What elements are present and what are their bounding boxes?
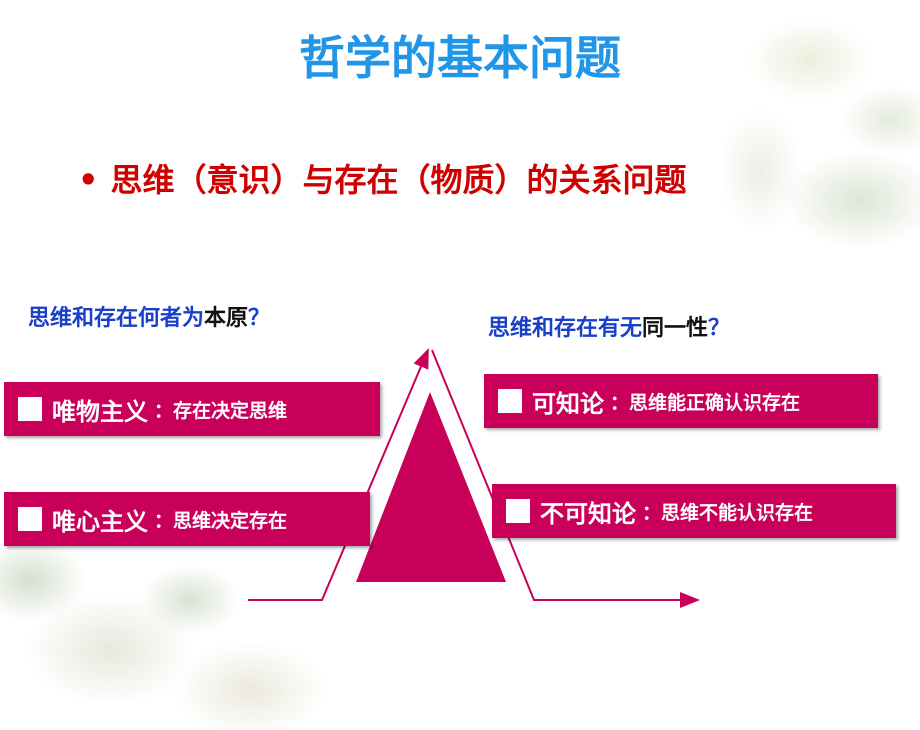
question-identity-prefix: 思维和存在有无 xyxy=(488,316,643,341)
flower-decoration-top-right xyxy=(560,0,920,270)
bullet-marker: • xyxy=(78,161,99,199)
flower-decoration-bottom-left xyxy=(0,430,390,730)
question-identity-highlight: 同一性 xyxy=(642,316,709,341)
subtitle-text: 思维（意识）与存在（物质）的关系问题 xyxy=(110,161,687,199)
box-materialism-label: 唯物主义 xyxy=(52,397,148,426)
square-bullet-icon xyxy=(498,389,522,413)
question-origin-suffix: ？ xyxy=(248,306,271,331)
box-knowability-desc: ：思维能正确认识存在 xyxy=(610,391,801,414)
square-bullet-icon xyxy=(18,507,42,531)
arrow-line-up xyxy=(248,348,429,601)
box-idealism-desc: ：思维决定存在 xyxy=(154,509,288,532)
box-idealism-label: 唯心主义 xyxy=(52,507,148,536)
slide-subtitle: • 思维（意识）与存在（物质）的关系问题 xyxy=(78,155,686,201)
box-idealism: 唯心主义 ：思维决定存在 xyxy=(4,492,370,546)
square-bullet-icon xyxy=(506,499,530,523)
question-identity-suffix: ？ xyxy=(708,316,731,341)
box-materialism: 唯物主义 ：存在决定思维 xyxy=(4,382,380,436)
box-knowability-label: 可知论 xyxy=(532,389,604,418)
square-bullet-icon xyxy=(18,397,42,421)
question-identity: 思维和存在有无同一性？ xyxy=(488,310,730,342)
box-agnosticism-desc: ：思维不能认识存在 xyxy=(642,501,814,524)
box-agnosticism-label: 不可知论 xyxy=(540,499,636,528)
question-origin-highlight: 本原 xyxy=(204,306,249,331)
box-agnosticism: 不可知论 ：思维不能认识存在 xyxy=(492,484,896,538)
question-origin: 思维和存在何者为本原？ xyxy=(28,300,270,332)
central-triangle xyxy=(356,392,506,582)
triangle-arrow-diagram xyxy=(248,348,700,608)
slide-title: 哲学的基本问题 xyxy=(299,31,621,85)
box-materialism-desc: ：存在决定思维 xyxy=(154,399,288,422)
question-origin-prefix: 思维和存在何者为 xyxy=(28,306,205,331)
box-knowability: 可知论 ：思维能正确认识存在 xyxy=(484,374,878,428)
arrow-line-down xyxy=(431,349,700,608)
